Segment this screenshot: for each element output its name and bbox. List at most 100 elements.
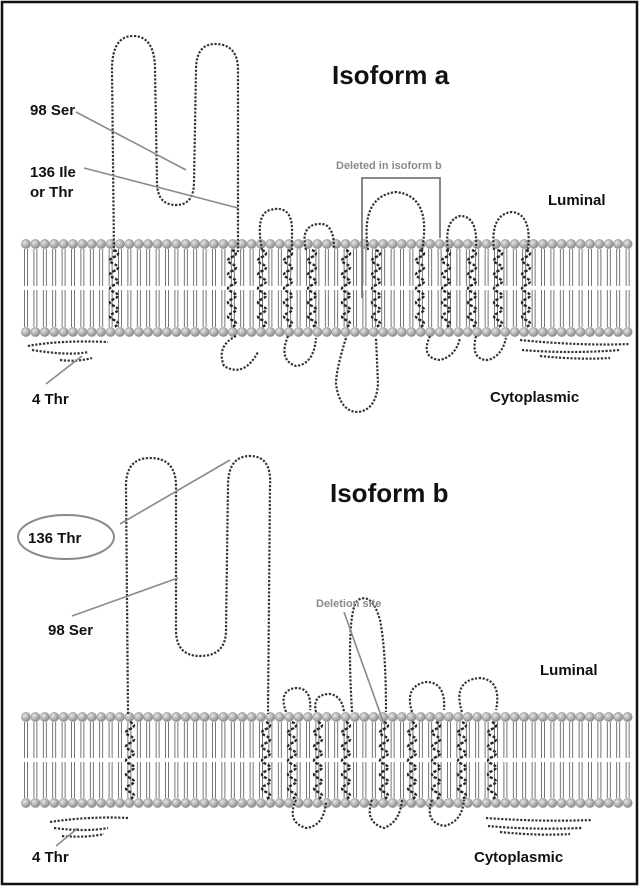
luminal-label-a: Luminal bbox=[548, 192, 606, 209]
lipid-head bbox=[529, 327, 538, 336]
lipid-head bbox=[567, 798, 576, 807]
lipid-head bbox=[144, 239, 153, 248]
lipid-head bbox=[482, 239, 491, 248]
lipid-head bbox=[200, 712, 209, 721]
lipid-head bbox=[125, 239, 134, 248]
lipid-head bbox=[360, 712, 369, 721]
lipid-head bbox=[219, 712, 228, 721]
lipid-head bbox=[614, 712, 623, 721]
lipid-head bbox=[219, 798, 228, 807]
lipid-head bbox=[426, 239, 435, 248]
lipid-head bbox=[21, 239, 30, 248]
lipid-head bbox=[444, 798, 453, 807]
lipid-head bbox=[191, 712, 200, 721]
lipid-head bbox=[444, 327, 453, 336]
lipid-head bbox=[78, 798, 87, 807]
isoform-a-title: Isoform a bbox=[332, 60, 450, 90]
lipid-head bbox=[21, 798, 30, 807]
lipid-head bbox=[529, 712, 538, 721]
lipid-head bbox=[144, 712, 153, 721]
lipid-head bbox=[548, 798, 557, 807]
lipid-head bbox=[134, 712, 143, 721]
lipid-head bbox=[538, 712, 547, 721]
lipid-head bbox=[115, 239, 124, 248]
lipid-head bbox=[473, 712, 482, 721]
lipid-head bbox=[238, 798, 247, 807]
lipid-head bbox=[463, 327, 472, 336]
lipid-head bbox=[397, 327, 406, 336]
lipid-head bbox=[228, 327, 237, 336]
lipid-head bbox=[50, 798, 59, 807]
lipid-head bbox=[595, 327, 604, 336]
lipid-head bbox=[463, 239, 472, 248]
lipid-head bbox=[256, 327, 265, 336]
lipid-head bbox=[294, 712, 303, 721]
lipid-head bbox=[482, 798, 491, 807]
lipid-head bbox=[275, 239, 284, 248]
lipid-head bbox=[78, 712, 87, 721]
lipid-head bbox=[322, 327, 331, 336]
lipid-head bbox=[350, 798, 359, 807]
lipid-head bbox=[228, 798, 237, 807]
lipid-head bbox=[106, 712, 115, 721]
label-136-a-line1: 136 Ile bbox=[30, 164, 76, 181]
lipid-head bbox=[407, 798, 416, 807]
lipid-head bbox=[59, 712, 68, 721]
label-98-ser-a: 98 Ser bbox=[30, 102, 75, 119]
lipid-head bbox=[585, 798, 594, 807]
lipid-head bbox=[181, 798, 190, 807]
lipid-head bbox=[585, 712, 594, 721]
lipid-head bbox=[548, 712, 557, 721]
lipid-head bbox=[595, 798, 604, 807]
lipid-head bbox=[153, 712, 162, 721]
lipid-head bbox=[172, 798, 181, 807]
lipid-head bbox=[162, 327, 171, 336]
lipid-head bbox=[209, 712, 218, 721]
lipid-head bbox=[576, 327, 585, 336]
lipid-head bbox=[21, 327, 30, 336]
lipid-head bbox=[388, 798, 397, 807]
lipid-head bbox=[369, 327, 378, 336]
lipid-head bbox=[285, 712, 294, 721]
lipid-head bbox=[510, 327, 519, 336]
lipid-head bbox=[510, 239, 519, 248]
lipid-head bbox=[181, 239, 190, 248]
label-4-thr-a: 4 Thr bbox=[32, 391, 69, 408]
lipid-head bbox=[219, 239, 228, 248]
lipid-head bbox=[397, 712, 406, 721]
lipid-head bbox=[78, 239, 87, 248]
lipid-head bbox=[68, 239, 77, 248]
lipid-head bbox=[426, 327, 435, 336]
lipid-head bbox=[529, 239, 538, 248]
lipid-head bbox=[623, 712, 632, 721]
lipid-head bbox=[557, 712, 566, 721]
lipid-head bbox=[68, 798, 77, 807]
lipid-head bbox=[407, 327, 416, 336]
lipid-head bbox=[153, 239, 162, 248]
lipid-head bbox=[360, 327, 369, 336]
lipid-head bbox=[520, 327, 529, 336]
lipid-head bbox=[134, 327, 143, 336]
lipid-head bbox=[407, 239, 416, 248]
lipid-head bbox=[87, 327, 96, 336]
lipid-head bbox=[209, 239, 218, 248]
lipid-head bbox=[294, 327, 303, 336]
lipid-head bbox=[388, 239, 397, 248]
lipid-head bbox=[341, 239, 350, 248]
lipid-head bbox=[181, 327, 190, 336]
lipid-head bbox=[125, 798, 134, 807]
lipid-head bbox=[144, 798, 153, 807]
lipid-head bbox=[454, 239, 463, 248]
lipid-head bbox=[322, 712, 331, 721]
lipid-head bbox=[238, 327, 247, 336]
lipid-head bbox=[97, 327, 106, 336]
lipid-head bbox=[68, 712, 77, 721]
lipid-head bbox=[407, 712, 416, 721]
lipid-head bbox=[501, 327, 510, 336]
lipid-head bbox=[275, 798, 284, 807]
lipid-head bbox=[115, 712, 124, 721]
lipid-head bbox=[576, 798, 585, 807]
lipid-head bbox=[482, 712, 491, 721]
lipid-head bbox=[360, 798, 369, 807]
